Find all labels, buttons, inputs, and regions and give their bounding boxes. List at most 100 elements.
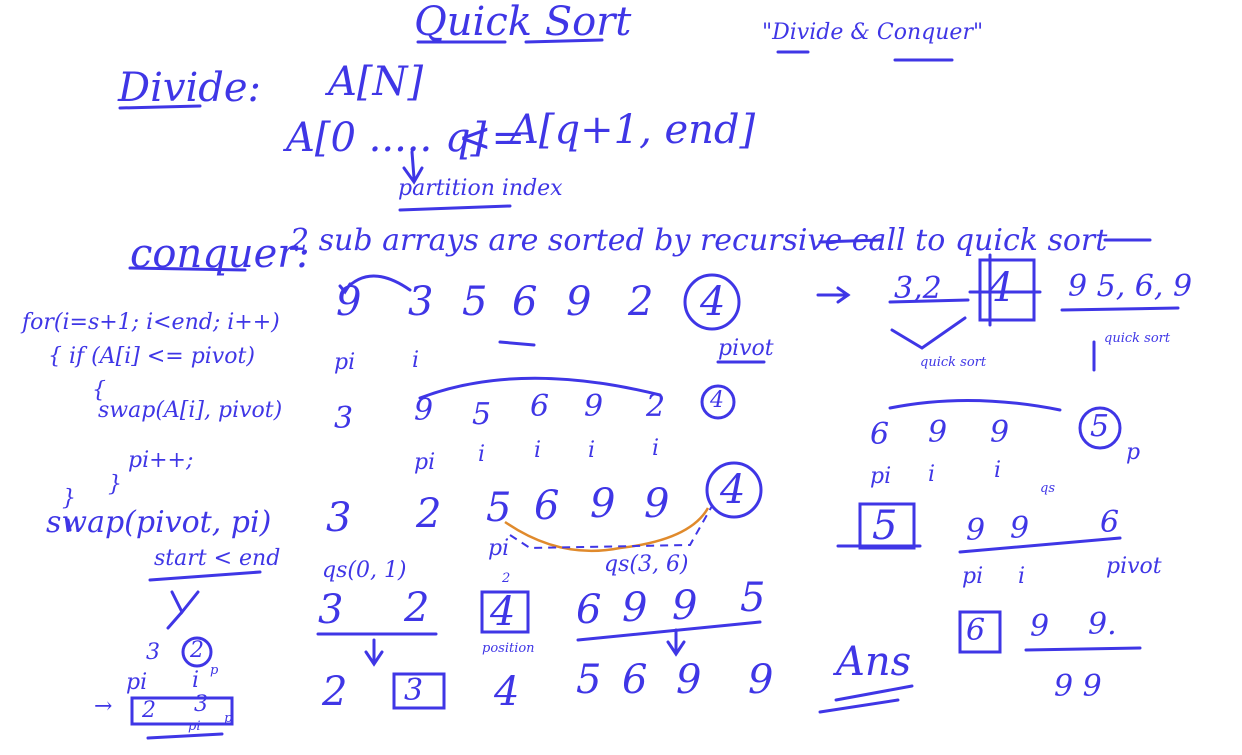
page-title: Quick Sort bbox=[414, 0, 632, 45]
row1-value: 3 bbox=[408, 279, 434, 325]
row3-index-note: 2 bbox=[502, 571, 511, 586]
row4-right-value: 9 bbox=[622, 585, 648, 631]
row5-right-value: 9 bbox=[676, 657, 702, 703]
conquer-text: 2 sub arrays are sorted by recursive cal… bbox=[290, 223, 1108, 258]
row5-right-value: 6 bbox=[622, 657, 648, 703]
row3-value: 5 bbox=[486, 485, 512, 531]
row1-pivot: 4 bbox=[700, 279, 726, 325]
row1-value: 9 bbox=[566, 279, 592, 325]
code-line-4: swap(A[i], pivot) bbox=[98, 398, 283, 423]
row5-right-value: 9 bbox=[748, 657, 774, 703]
qs-right-call: qs(3, 6) bbox=[604, 552, 689, 577]
row2-value: 5 bbox=[472, 397, 492, 432]
side-right-part: 9 5, 6, 9 bbox=[1068, 269, 1193, 304]
side-qs-note: qs bbox=[1040, 481, 1055, 496]
page-subtitle: "Divide & Conquer" bbox=[762, 20, 984, 45]
row4-left-value: 2 bbox=[404, 585, 430, 631]
row2-value: 6 bbox=[530, 389, 550, 424]
side-row-d: 9 9 bbox=[1054, 669, 1102, 704]
row5-pivot: 4 bbox=[494, 669, 520, 715]
quick-sort-note-left: quick sort bbox=[920, 355, 987, 370]
row3-value: 2 bbox=[416, 491, 442, 537]
code-line-8: swap(pivot, pi) bbox=[46, 505, 272, 540]
small-top-value: 2 bbox=[190, 638, 204, 663]
partition-index-label: partition index bbox=[398, 176, 563, 201]
row1-value: 5 bbox=[462, 279, 488, 325]
row3-value: 9 bbox=[590, 481, 616, 527]
side-row-a-i: i bbox=[928, 462, 936, 487]
code-line-5: pi++; bbox=[128, 448, 194, 473]
side-row-c-value: 9 bbox=[1030, 609, 1050, 644]
side-row-c-value: 9. bbox=[1088, 607, 1117, 642]
row2-i-label: i bbox=[588, 438, 596, 463]
row1-i-label: i bbox=[412, 348, 420, 373]
row2-pivot: 4 bbox=[710, 388, 724, 413]
small-bottom-pi: pi bbox=[188, 719, 201, 734]
small-bottom-value: 2 bbox=[142, 698, 156, 723]
small-i-label: i bbox=[192, 668, 200, 693]
row2-pi-label: pi bbox=[414, 450, 436, 475]
side-row-b-i: i bbox=[1018, 564, 1026, 589]
row2-value: 2 bbox=[646, 389, 666, 424]
side-row-c-box: 6 bbox=[966, 613, 986, 648]
row1-pi-label: pi bbox=[334, 350, 356, 375]
row5-right-value: 5 bbox=[576, 657, 602, 703]
code-line-3: { bbox=[92, 378, 106, 403]
row3-pi-label: pi bbox=[488, 536, 510, 561]
position-label: position bbox=[482, 641, 535, 656]
relation-operator: <= bbox=[458, 115, 526, 161]
code-line-1: for(i=s+1; i<end; i++) bbox=[22, 310, 280, 335]
answer-label: Ans bbox=[836, 639, 912, 685]
small-arrow: → bbox=[94, 694, 113, 719]
row3-value: 3 bbox=[326, 495, 352, 541]
side-row-b-value: 9 bbox=[1010, 511, 1030, 546]
small-bottom-p: p bbox=[224, 711, 233, 726]
row4-right-value: 5 bbox=[740, 575, 766, 621]
relation-left: A[0 ..... q] bbox=[286, 115, 487, 161]
row2-value: 9 bbox=[414, 393, 434, 428]
row3-pivot: 4 bbox=[720, 467, 746, 513]
row1-value: 9 bbox=[336, 279, 362, 325]
row1-value: 2 bbox=[628, 279, 654, 325]
row2-i-label: i bbox=[534, 438, 542, 463]
side-row-a-p: p bbox=[1126, 440, 1141, 465]
side-row-b-value: 9 bbox=[966, 513, 986, 548]
row3-value: 6 bbox=[534, 483, 560, 529]
row2-value: 9 bbox=[584, 389, 604, 424]
quick-sort-note-right: quick sort bbox=[1104, 331, 1171, 346]
small-p-label: p bbox=[210, 663, 219, 678]
side-left-part: 3,2 bbox=[894, 271, 942, 306]
row5-left-value: 2 bbox=[322, 669, 348, 715]
row2-i-label: i bbox=[478, 442, 486, 467]
side-row-a-value: 6 bbox=[870, 417, 890, 452]
code-condition: start < end bbox=[154, 546, 281, 571]
relation-right: A[q+1, end] bbox=[510, 107, 756, 153]
row4-right-value: 9 bbox=[672, 583, 698, 629]
row4-left-value: 3 bbox=[318, 587, 344, 633]
array-notation: A[N] bbox=[328, 59, 424, 105]
conquer-label: conquer: bbox=[130, 231, 310, 277]
side-row-b-box: 5 bbox=[872, 503, 898, 549]
side-row-a-circled: 5 bbox=[1090, 409, 1110, 444]
row5-left-value: 3 bbox=[404, 673, 424, 708]
side-row-b-value: 6 bbox=[1100, 505, 1120, 540]
code-line-2: { if (A[i] <= pivot) bbox=[48, 344, 255, 369]
row2-i-label: i bbox=[652, 436, 660, 461]
small-pi-label: pi bbox=[126, 670, 148, 695]
code-line-7: } bbox=[62, 486, 76, 511]
row1-pivot-label: pivot bbox=[718, 336, 774, 361]
row1-value: 6 bbox=[512, 279, 538, 325]
side-row-a-i: i bbox=[994, 458, 1002, 483]
side-row-a-pi: pi bbox=[870, 464, 892, 489]
small-top-value: 3 bbox=[146, 640, 160, 665]
qs-left-call: qs(0, 1) bbox=[322, 558, 407, 583]
side-row-b-pi: pi bbox=[962, 564, 984, 589]
small-bottom-value: 3 bbox=[194, 692, 208, 717]
row2-value: 3 bbox=[334, 401, 354, 436]
side-row-b-pivot: pivot bbox=[1106, 554, 1162, 579]
side-row-a-value: 9 bbox=[990, 415, 1010, 450]
side-pivot: 4 bbox=[988, 265, 1014, 311]
row3-value: 9 bbox=[644, 481, 670, 527]
row4-pivot: 4 bbox=[490, 589, 516, 635]
